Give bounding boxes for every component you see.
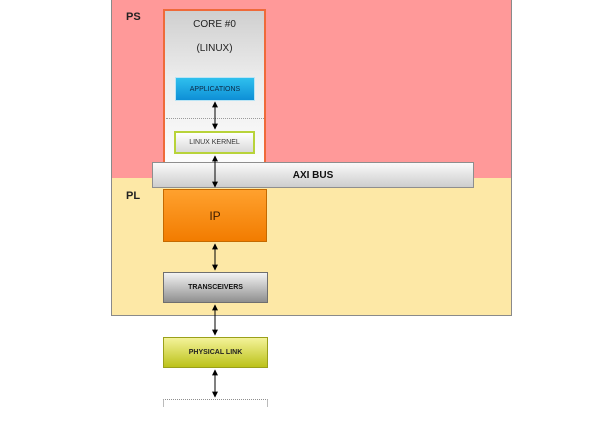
transceivers-block: TRANSCEIVERS (163, 272, 268, 303)
core-subtitle: (LINUX) (196, 43, 233, 54)
ip-block: IP (163, 189, 267, 242)
applications-block: APPLICATIONS (175, 77, 255, 101)
physical-link-block: PHYSICAL LINK (163, 337, 268, 368)
pl-label: PL (126, 190, 141, 202)
core-divider (166, 118, 264, 119)
ps-label: PS (126, 11, 141, 23)
linux-kernel-block: LINUX KERNEL (174, 131, 255, 154)
bottom-block-edge (163, 399, 268, 407)
core-title: CORE #0 (193, 19, 236, 30)
axi-bus-block: AXI BUS (152, 162, 474, 188)
